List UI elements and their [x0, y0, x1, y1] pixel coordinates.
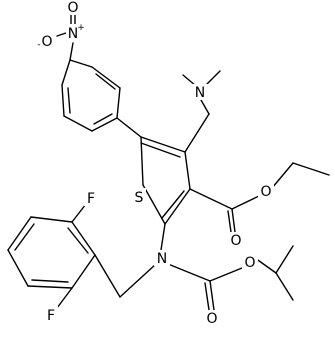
- svg-text:O: O: [230, 233, 241, 249]
- svg-text:O: O: [260, 184, 271, 200]
- svg-text:+: +: [77, 23, 85, 33]
- thiophene-ring: [140, 136, 191, 225]
- carbamate-benzyl-bonds: [94, 223, 166, 298]
- atom-label-nitro-o-left: O -: [37, 33, 56, 50]
- svg-text:O: O: [244, 255, 255, 271]
- atom-label-carbamate-o-ether: O: [242, 254, 258, 271]
- atom-label-ester-o-carbonyl: O: [228, 232, 244, 249]
- svg-text:N: N: [157, 251, 167, 267]
- atom-label-ester-o-ether: O: [258, 183, 274, 200]
- atom-label-nitro-o-top: O: [66, 0, 80, 16]
- svg-text:-: -: [37, 40, 40, 50]
- atom-label-thiophene-s: S: [132, 188, 146, 206]
- difluorophenyl-ring: [7, 203, 96, 309]
- svg-text:O: O: [67, 0, 78, 16]
- ethyl-ester-group: [189, 162, 330, 233]
- atom-label-fluorine-top: F: [84, 190, 98, 207]
- svg-text:O: O: [206, 311, 217, 327]
- atom-label-carbamate-n: N: [154, 250, 170, 267]
- nitro-group-bonds: [56, 13, 76, 61]
- svg-text:N: N: [195, 85, 205, 101]
- svg-text:N: N: [68, 26, 78, 42]
- svg-text:O: O: [41, 34, 52, 50]
- isopropyl-carbamate-group: [167, 245, 294, 311]
- nitrophenyl-ring: [61, 59, 142, 138]
- atom-label-fluorine-bottom: F: [44, 306, 58, 324]
- dimethylaminomethyl-group: [182, 70, 221, 153]
- atom-label-nitro-n: N +: [66, 23, 85, 42]
- svg-text:S: S: [135, 190, 144, 206]
- svg-text:F: F: [47, 308, 55, 324]
- svg-text:F: F: [87, 191, 95, 207]
- atom-label-amine-n: N: [192, 84, 208, 101]
- atom-label-carbamate-o-carbonyl: O: [204, 310, 220, 327]
